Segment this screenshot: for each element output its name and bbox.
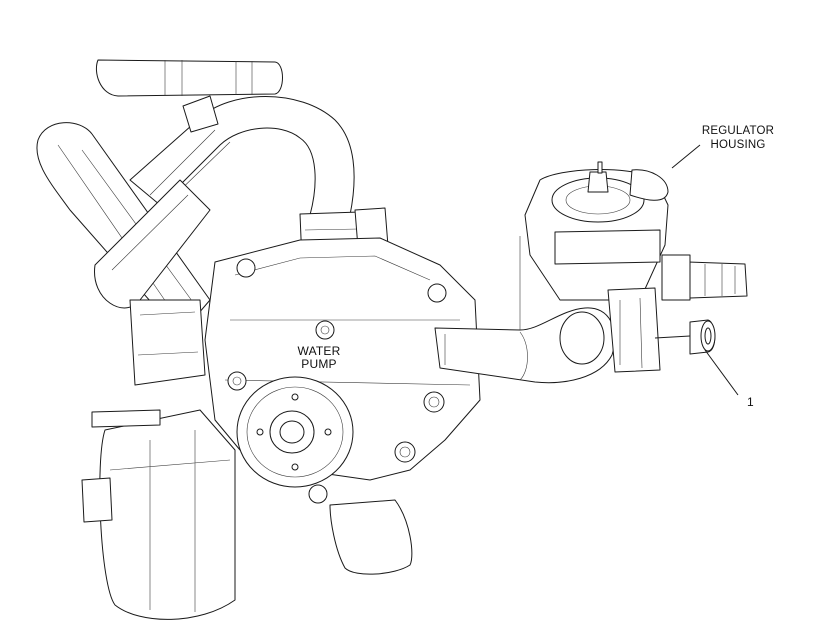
lower-outlet-elbow [308, 484, 413, 575]
part-1-plug [689, 319, 716, 355]
part-1-alignment-line [654, 335, 691, 339]
water-pump-label: WATER PUMP [287, 345, 351, 371]
callout-1-leader-line [704, 349, 739, 396]
bypass-hose [434, 307, 616, 384]
water-pump-label-line2: PUMP [301, 357, 337, 371]
regulator-housing-assembly [519, 161, 748, 373]
regulator-housing-label-line2: HOUSING [710, 139, 766, 151]
pump-pulley [236, 376, 354, 488]
callout-1-label: 1 [747, 395, 754, 409]
water-pump-label-line1: WATER [297, 344, 341, 358]
regulator-housing-label: REGULATOR HOUSING [690, 124, 786, 152]
regulator-housing-leader-line [671, 144, 701, 169]
regulator-housing-label-line1: REGULATOR [701, 125, 775, 137]
left-pump-housing [81, 409, 236, 620]
